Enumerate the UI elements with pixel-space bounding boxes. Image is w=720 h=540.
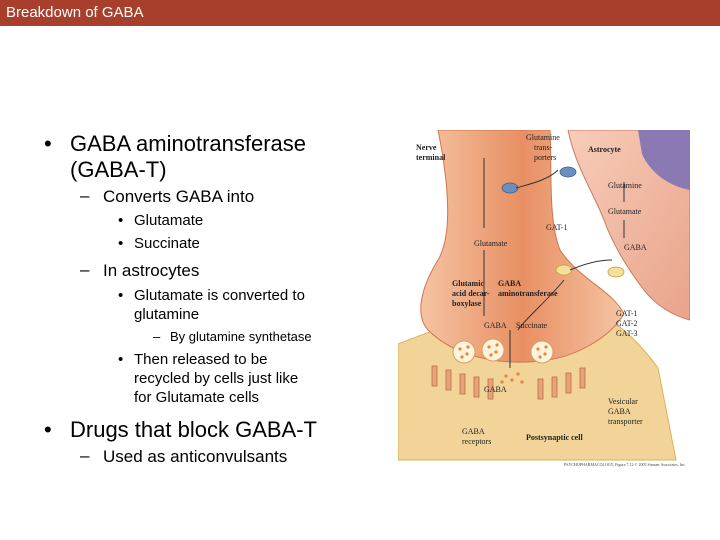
bullet-marker: • bbox=[118, 287, 124, 304]
label-vesicular-1: Vesicular bbox=[608, 397, 638, 406]
label-gaba-astrocyte: GABA bbox=[624, 243, 647, 252]
figure-credit: PSYCHOPHARMACOLOGY, Figure 7.12 © 2005 S… bbox=[564, 462, 686, 468]
sub-converts: Converts GABA into bbox=[103, 187, 255, 206]
astrocyte-nucleus bbox=[638, 130, 690, 190]
slide-title: Breakdown of GABA bbox=[6, 4, 144, 21]
dash-marker: – bbox=[80, 446, 90, 465]
vesicle bbox=[452, 340, 476, 364]
label-postsynaptic-cell: Postsynaptic cell bbox=[526, 433, 583, 442]
item-converted-line1: Glutamate is converted to bbox=[134, 287, 305, 304]
bullet-marker: • bbox=[118, 351, 124, 368]
transporter-proteins bbox=[501, 166, 577, 194]
label-gat-list-2: GAT-2 bbox=[616, 319, 637, 328]
label-gad-3: boxylase bbox=[452, 299, 482, 308]
bullet-gaba-t-line1: GABA aminotransferase bbox=[70, 131, 307, 156]
label-nerve-terminal-1: Nerve bbox=[416, 143, 437, 152]
label-glutamate-astrocyte: Glutamate bbox=[608, 207, 642, 216]
label-receptors-1: GABA bbox=[462, 427, 485, 436]
bullet-marker: • bbox=[118, 212, 124, 229]
label-gaba-nerve: GABA bbox=[484, 321, 507, 330]
bullet-marker: • bbox=[118, 235, 124, 252]
label-glutamine-transporters-1: Glutamine bbox=[526, 133, 560, 142]
label-vesicular-2: GABA bbox=[608, 407, 631, 416]
label-astrocyte: Astrocyte bbox=[588, 145, 621, 154]
dash-marker: – bbox=[153, 329, 161, 344]
label-vesicular-3: transporter bbox=[608, 417, 643, 426]
vesicle bbox=[481, 338, 505, 362]
astrocyte-cell bbox=[567, 130, 690, 321]
label-gad-2: acid decar- bbox=[452, 289, 490, 298]
label-nerve-terminal-2: terminal bbox=[416, 153, 446, 162]
label-glutamine-transporters-2: trans- bbox=[534, 143, 553, 152]
item-succinate: Succinate bbox=[134, 235, 200, 252]
item-released-line3: for Glutamate cells bbox=[134, 389, 260, 406]
label-gat-list-1: GAT-1 bbox=[616, 309, 637, 318]
label-glutamine-transporters-3: porters bbox=[534, 153, 556, 162]
item-released-line1: Then released to be bbox=[134, 351, 268, 368]
gaba-synapse-figure: Nerve terminal Glutamine trans- porters … bbox=[398, 130, 690, 468]
label-gaba-t-1: GABA bbox=[498, 279, 521, 288]
bullet-gaba-t-line2: (GABA-T) bbox=[70, 157, 167, 182]
item-converted-line2: glutamine bbox=[134, 306, 200, 323]
label-gaba-cleft: GABA bbox=[484, 385, 507, 394]
label-succinate: Succinate bbox=[516, 321, 548, 330]
vesicle bbox=[530, 340, 554, 364]
dash-marker: – bbox=[80, 260, 90, 279]
item-released-line2: recycled by cells just like bbox=[134, 370, 299, 387]
bullet-drugs: Drugs that block GABA-T bbox=[70, 417, 317, 442]
sub-astrocytes: In astrocytes bbox=[103, 261, 200, 280]
label-gad-1: Glutamic bbox=[452, 279, 484, 288]
label-gat-list-3: GAT-3 bbox=[616, 329, 637, 338]
sub-anticonvulsants: Used as anticonvulsants bbox=[103, 447, 288, 466]
bullet-marker: • bbox=[44, 417, 52, 442]
label-receptors-2: receptors bbox=[462, 437, 491, 446]
label-gaba-t-2: aminotransferase bbox=[498, 289, 558, 298]
dash-marker: – bbox=[80, 186, 90, 205]
label-glutamate-nerve: Glutamate bbox=[474, 239, 508, 248]
label-gat1: GAT-1 bbox=[546, 223, 567, 232]
item-glutamate: Glutamate bbox=[134, 212, 204, 229]
bullet-list: • GABA aminotransferase (GABA-T) – Conve… bbox=[44, 131, 317, 466]
bullet-marker: • bbox=[44, 131, 52, 156]
label-glutamine: Glutamine bbox=[608, 181, 642, 190]
title-bar: Breakdown of GABA bbox=[0, 0, 720, 26]
item-synthetase: By glutamine synthetase bbox=[170, 329, 312, 344]
